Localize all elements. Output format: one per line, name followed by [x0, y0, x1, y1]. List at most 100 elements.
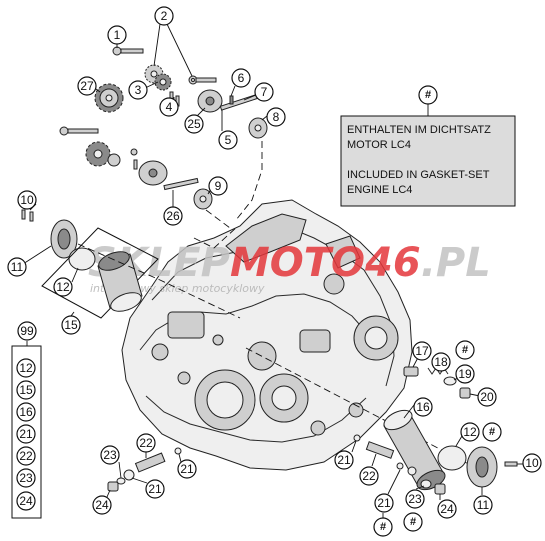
oring-part-21e: [174, 447, 182, 455]
callout-2: 2: [154, 6, 174, 26]
svg-text:9: 9: [215, 179, 222, 193]
pump-cover-lower: [138, 160, 199, 191]
svg-text:24: 24: [95, 498, 109, 512]
svg-text:10: 10: [20, 193, 34, 207]
pump-cover-part-25: [195, 77, 223, 113]
svg-text:26: 26: [166, 209, 180, 223]
callout-hash-bottom-2: #: [403, 512, 423, 532]
kit-item-24: 24: [16, 491, 36, 511]
lower-gear-row: [59, 126, 138, 170]
note-line-5: ENGINE LC4: [347, 184, 412, 196]
filter-cover-part-11b: [466, 446, 498, 488]
callout-25: 25: [184, 114, 204, 134]
gasket-set-note: ENTHALTEN IM DICHTSATZ MOTOR LC4 INCLUDE…: [340, 85, 516, 207]
svg-text:7: 7: [261, 85, 268, 99]
callout-10-right: 10: [522, 453, 542, 473]
oring-part-12a: [68, 247, 96, 271]
svg-text:21: 21: [148, 482, 162, 496]
callout-6: 6: [231, 68, 251, 88]
callout-17: 17: [412, 341, 432, 361]
callout-5: 5: [218, 130, 238, 150]
callout-note-symbol: #: [418, 85, 438, 105]
oring-part-21b: [396, 462, 404, 470]
callout-27: 27: [77, 76, 97, 96]
svg-text:23: 23: [103, 448, 117, 462]
bolt-part-10b: [504, 461, 518, 467]
svg-text:23: 23: [408, 492, 422, 506]
svg-text:12: 12: [463, 425, 477, 439]
svg-text:16: 16: [19, 405, 33, 419]
callout-8: 8: [266, 107, 286, 127]
svg-text:6: 6: [238, 71, 245, 85]
oring-part-21a: [353, 434, 361, 442]
svg-text:12: 12: [56, 280, 70, 294]
bolt-part-1: [112, 46, 144, 56]
kit-item-21: 21: [16, 424, 36, 444]
washer-part-19: [443, 376, 457, 386]
svg-text:21: 21: [19, 427, 33, 441]
gear-part-27: [94, 83, 124, 113]
svg-text:#: #: [380, 521, 386, 533]
valve-part-22a: [134, 452, 166, 473]
callout-21-left-lower: 21: [145, 479, 165, 499]
plug-part-24b: [434, 483, 446, 495]
svg-text:4: 4: [166, 100, 173, 114]
svg-text:19: 19: [458, 367, 472, 381]
note-line-4: INCLUDED IN GASKET-SET: [347, 169, 490, 181]
assembly-axis-connector: [193, 225, 239, 249]
watermark-part-moto46: MOTO46: [230, 240, 421, 286]
callout-15: 15: [61, 315, 81, 335]
callout-7: 7: [254, 82, 274, 102]
svg-text:12: 12: [19, 361, 33, 375]
callout-24-right: 24: [437, 499, 457, 519]
kit-99-list: 99 12 15 16 21 22 23 24: [11, 321, 42, 519]
svg-text:18: 18: [434, 355, 448, 369]
kit-item-12: 12: [16, 358, 36, 378]
upper-pump-parts: [59, 46, 268, 210]
lower-left-parts: [107, 447, 182, 492]
plug-part-17: [403, 366, 419, 377]
callout-22-left: 22: [136, 433, 156, 453]
callout-11-left: 11: [7, 257, 27, 277]
svg-text:22: 22: [362, 469, 376, 483]
rotor-part-9: [193, 188, 213, 210]
svg-text:11: 11: [11, 260, 24, 274]
callout-20: 20: [477, 387, 497, 407]
kit-item-23: 23: [16, 468, 36, 488]
svg-text:#: #: [489, 426, 495, 438]
svg-text:24: 24: [440, 502, 454, 516]
washer-part-2b: [188, 75, 198, 85]
svg-text:#: #: [462, 344, 468, 356]
callout-9: 9: [208, 176, 228, 196]
callout-23-left: 23: [100, 445, 120, 465]
svg-text:10: 10: [525, 456, 539, 470]
callout-22-right: 22: [359, 466, 379, 486]
note-box-frame: [340, 115, 516, 207]
svg-text:16: 16: [416, 400, 430, 414]
callout-23-right: 23: [405, 489, 425, 509]
rotor-part-8: [248, 117, 268, 139]
callout-18: 18: [431, 352, 451, 372]
filter-cover-part-11a: [50, 219, 78, 259]
assembly-axis-lower: [205, 209, 231, 229]
watermark-text: SKLEPMOTO46.PL: [88, 240, 491, 286]
callouts: 1 2 3 4 5 6 7 8 27 25 9 26 10 11 12 15 1…: [7, 6, 542, 537]
kit-item-16: 16: [16, 402, 36, 422]
svg-text:22: 22: [19, 449, 33, 463]
gear-part-3: [154, 73, 172, 91]
callout-26: 26: [163, 206, 183, 226]
callout-hash-right-mid: #: [482, 422, 502, 442]
svg-text:21: 21: [180, 462, 194, 476]
callout-21-right: 21: [374, 493, 394, 513]
svg-text:1: 1: [114, 28, 121, 42]
callout-4: 4: [159, 97, 179, 117]
filter-kit-frame-15: [41, 227, 159, 319]
svg-text:21: 21: [377, 496, 391, 510]
engine-crankcase: [121, 199, 413, 471]
plug-part-24a: [107, 481, 119, 492]
svg-text:15: 15: [19, 383, 33, 397]
callout-12-right: 12: [460, 422, 480, 442]
callout-1: 1: [107, 25, 127, 45]
callout-24-left: 24: [92, 495, 112, 515]
callout-kit-number: 99: [17, 321, 37, 341]
